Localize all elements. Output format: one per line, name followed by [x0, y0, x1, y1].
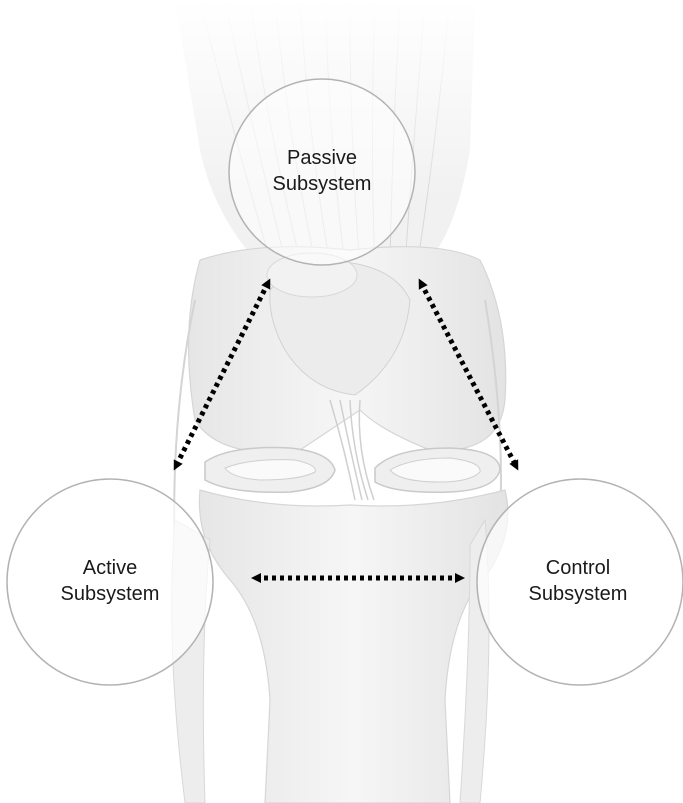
passive-label-line2: Subsystem [222, 171, 422, 197]
passive-label-line1: Passive [222, 145, 422, 171]
active-label-line2: Subsystem [20, 581, 200, 607]
control-label-line2: Subsystem [483, 581, 673, 607]
control-label-line1: Control [483, 555, 673, 581]
control-subsystem-label: Control Subsystem [483, 555, 673, 607]
active-subsystem-label: Active Subsystem [20, 555, 200, 607]
active-label-line1: Active [20, 555, 200, 581]
passive-subsystem-label: Passive Subsystem [222, 145, 422, 197]
